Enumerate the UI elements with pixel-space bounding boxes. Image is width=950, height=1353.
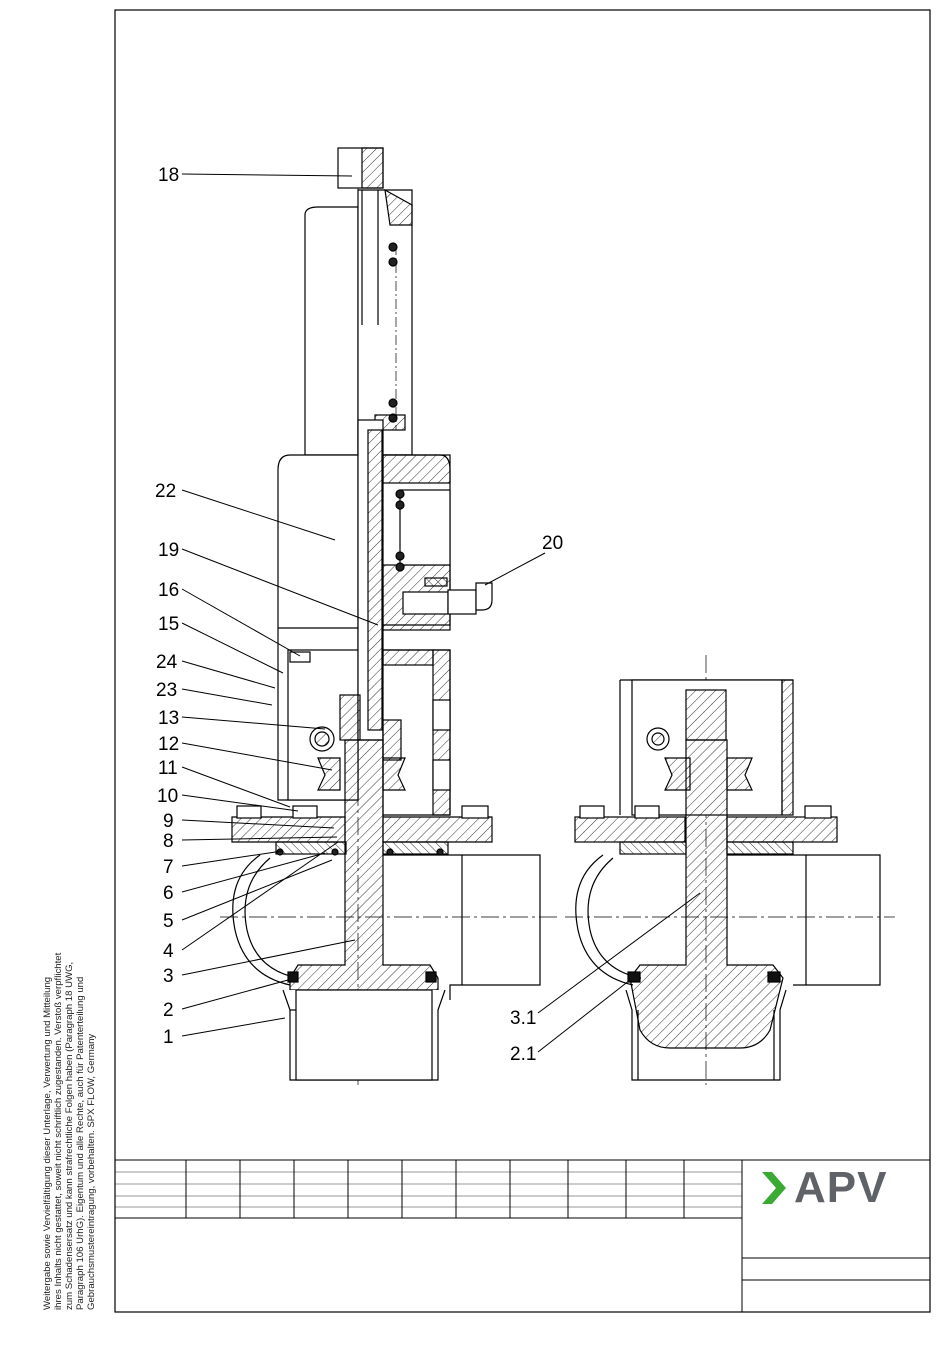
callout-labels: 18 22 19 16 15 24 23 13 12 11 10 9 8 7 6… (155, 165, 563, 1065)
callout-16: 16 (158, 580, 179, 601)
callout-24: 24 (156, 652, 178, 673)
title-block (115, 1159, 930, 1312)
detail-view-section (565, 655, 895, 1085)
copyright-notice: Weitergabe sowie Vervielfältigung dieser… (42, 550, 97, 1310)
copyright-line: zum Schadensersatz und kann strafrechtli… (64, 961, 75, 1310)
callout-7: 7 (163, 857, 174, 878)
callout-22: 22 (155, 481, 176, 502)
callout-10: 10 (157, 786, 178, 807)
drawing-frame (114, 9, 931, 1313)
logo-text: APV (794, 1163, 888, 1212)
callout-13: 13 (158, 708, 179, 729)
callout-23: 23 (156, 680, 177, 701)
main-valve-section (220, 147, 560, 1085)
callout-12: 12 (158, 734, 179, 755)
callout-18: 18 (158, 165, 179, 186)
callout-9: 9 (163, 811, 174, 832)
callout-2-1: 2.1 (510, 1044, 536, 1065)
callout-20: 20 (542, 533, 563, 554)
apv-logo: APV (760, 1163, 888, 1212)
copyright-line: ihres Inhalts nicht gestattet, soweit ni… (53, 952, 64, 1310)
chevron-right-icon (762, 1172, 786, 1204)
callout-3-1: 3.1 (510, 1008, 536, 1029)
callout-3: 3 (163, 966, 174, 987)
callout-5: 5 (163, 911, 174, 932)
callout-6: 6 (163, 883, 174, 904)
callout-15: 15 (158, 614, 179, 635)
leader-lines (181, 173, 701, 1053)
callout-11: 11 (158, 758, 178, 779)
copyright-line: Weitergabe sowie Vervielfältigung dieser… (42, 976, 53, 1310)
callout-2: 2 (163, 1000, 174, 1021)
callout-19: 19 (158, 540, 179, 561)
callout-4: 4 (163, 941, 174, 962)
callout-8: 8 (163, 831, 174, 852)
copyright-line: Gebrauchsmustereintragung, vorbehalten. … (86, 1033, 97, 1310)
copyright-line: Paragraph 106 UrhG). Eigentum und alle R… (75, 976, 86, 1310)
callout-1: 1 (163, 1027, 174, 1048)
